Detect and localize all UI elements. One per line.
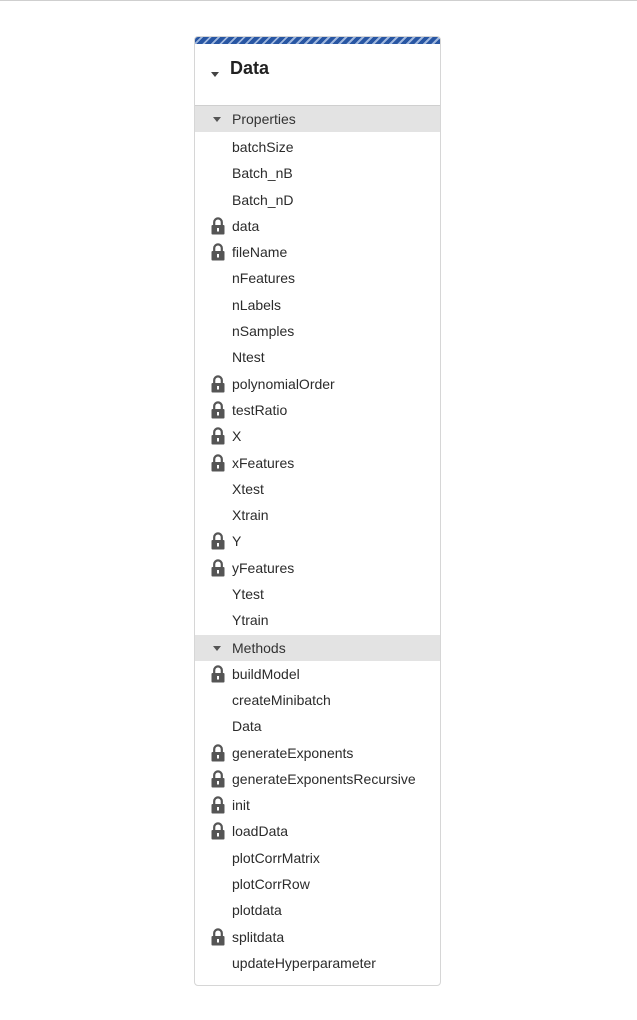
member-name: buildModel: [232, 665, 300, 682]
lock-icon: [211, 743, 225, 762]
member-name: Data: [232, 718, 262, 735]
lock-icon: [211, 453, 225, 472]
list-item[interactable]: Data: [195, 713, 440, 739]
member-name: plotdata: [232, 902, 282, 919]
list-item[interactable]: data: [195, 213, 440, 239]
list-item[interactable]: generateExponents: [195, 740, 440, 766]
member-name: Batch_nD: [232, 191, 294, 208]
member-name: Ytest: [232, 586, 264, 603]
caret-down-icon[interactable]: [211, 72, 219, 77]
member-name: fileName: [232, 244, 288, 261]
list-item[interactable]: X: [195, 423, 440, 449]
list-item[interactable]: polynomialOrder: [195, 371, 440, 397]
list-item[interactable]: buildModel: [195, 661, 440, 687]
lock-icon: [211, 243, 225, 261]
lock-icon: [211, 374, 225, 393]
caret-down-icon[interactable]: [213, 117, 221, 122]
list-item[interactable]: Ytrain: [195, 607, 440, 633]
member-name: splitdata: [232, 928, 285, 945]
member-name: polynomialOrder: [232, 375, 335, 392]
list-item[interactable]: Xtest: [195, 476, 440, 502]
lock-icon: [211, 770, 225, 788]
list-item[interactable]: yFeatures: [195, 555, 440, 581]
member-name: Xtest: [232, 480, 264, 497]
member-name: X: [232, 428, 242, 445]
member-name: plotCorrMatrix: [232, 849, 320, 866]
list-item[interactable]: testRatio: [195, 397, 440, 423]
member-name: nSamples: [232, 323, 295, 340]
member-name: generateExponentsRecursive: [232, 770, 416, 787]
list-item[interactable]: updateHyperparameter: [195, 950, 440, 976]
list-item[interactable]: generateExponentsRecursive: [195, 766, 440, 792]
list-item[interactable]: loadData: [195, 818, 440, 844]
lock-icon: [211, 532, 225, 550]
list-item[interactable]: fileName: [195, 239, 440, 265]
list-item[interactable]: plotCorrMatrix: [195, 845, 440, 871]
lock-icon: [211, 664, 225, 683]
member-name: xFeatures: [232, 454, 295, 471]
lock-icon: [211, 427, 225, 445]
member-name: updateHyperparameter: [232, 954, 376, 971]
member-name: nLabels: [232, 296, 282, 313]
top-divider: [0, 0, 637, 1]
properties-label: Properties: [232, 111, 296, 127]
list-item[interactable]: nLabels: [195, 292, 440, 318]
list-item[interactable]: plotCorrRow: [195, 871, 440, 897]
list-item[interactable]: init: [195, 792, 440, 818]
member-name: plotCorrRow: [232, 876, 310, 893]
member-name: generateExponents: [232, 744, 354, 761]
member-name: data: [232, 217, 260, 234]
list-item[interactable]: batchSize: [195, 134, 440, 160]
list-item[interactable]: Batch_nD: [195, 187, 440, 213]
list-item[interactable]: Batch_nB: [195, 160, 440, 186]
lock-icon: [211, 401, 225, 419]
member-name: nFeatures: [232, 270, 296, 287]
card-header[interactable]: Data: [195, 44, 440, 106]
member-name: createMinibatch: [232, 691, 331, 708]
properties-section-header[interactable]: Properties: [195, 106, 440, 132]
member-name: Y: [232, 533, 242, 550]
list-item[interactable]: Xtrain: [195, 502, 440, 528]
caret-down-icon[interactable]: [213, 645, 221, 651]
member-name: Xtrain: [232, 507, 269, 524]
member-name: init: [232, 797, 250, 814]
list-item[interactable]: Ntest: [195, 344, 440, 370]
member-name: Ntest: [232, 349, 265, 366]
list-item[interactable]: createMinibatch: [195, 687, 440, 713]
member-name: Ytrain: [232, 612, 269, 629]
lock-icon: [211, 822, 225, 840]
card-header-stripe: [195, 37, 440, 44]
member-name: yFeatures: [232, 559, 295, 576]
class-title: Data: [230, 58, 270, 78]
methods-label: Methods: [232, 639, 286, 656]
lock-icon: [211, 796, 225, 814]
list-item[interactable]: xFeatures: [195, 450, 440, 476]
member-name: loadData: [232, 823, 289, 840]
list-item[interactable]: nSamples: [195, 318, 440, 344]
member-name: batchSize: [232, 139, 294, 155]
list-item[interactable]: Ytest: [195, 581, 440, 607]
list-item[interactable]: plotdata: [195, 897, 440, 923]
list-item[interactable]: nFeatures: [195, 265, 440, 291]
lock-icon: [211, 927, 225, 946]
methods-section-header[interactable]: Methods: [195, 634, 440, 661]
list-item[interactable]: splitdata: [195, 924, 440, 950]
lock-icon: [211, 559, 225, 577]
lock-icon: [211, 217, 225, 235]
member-name: testRatio: [232, 401, 288, 418]
member-name: Batch_nB: [232, 165, 293, 182]
list-item[interactable]: Y: [195, 528, 440, 554]
